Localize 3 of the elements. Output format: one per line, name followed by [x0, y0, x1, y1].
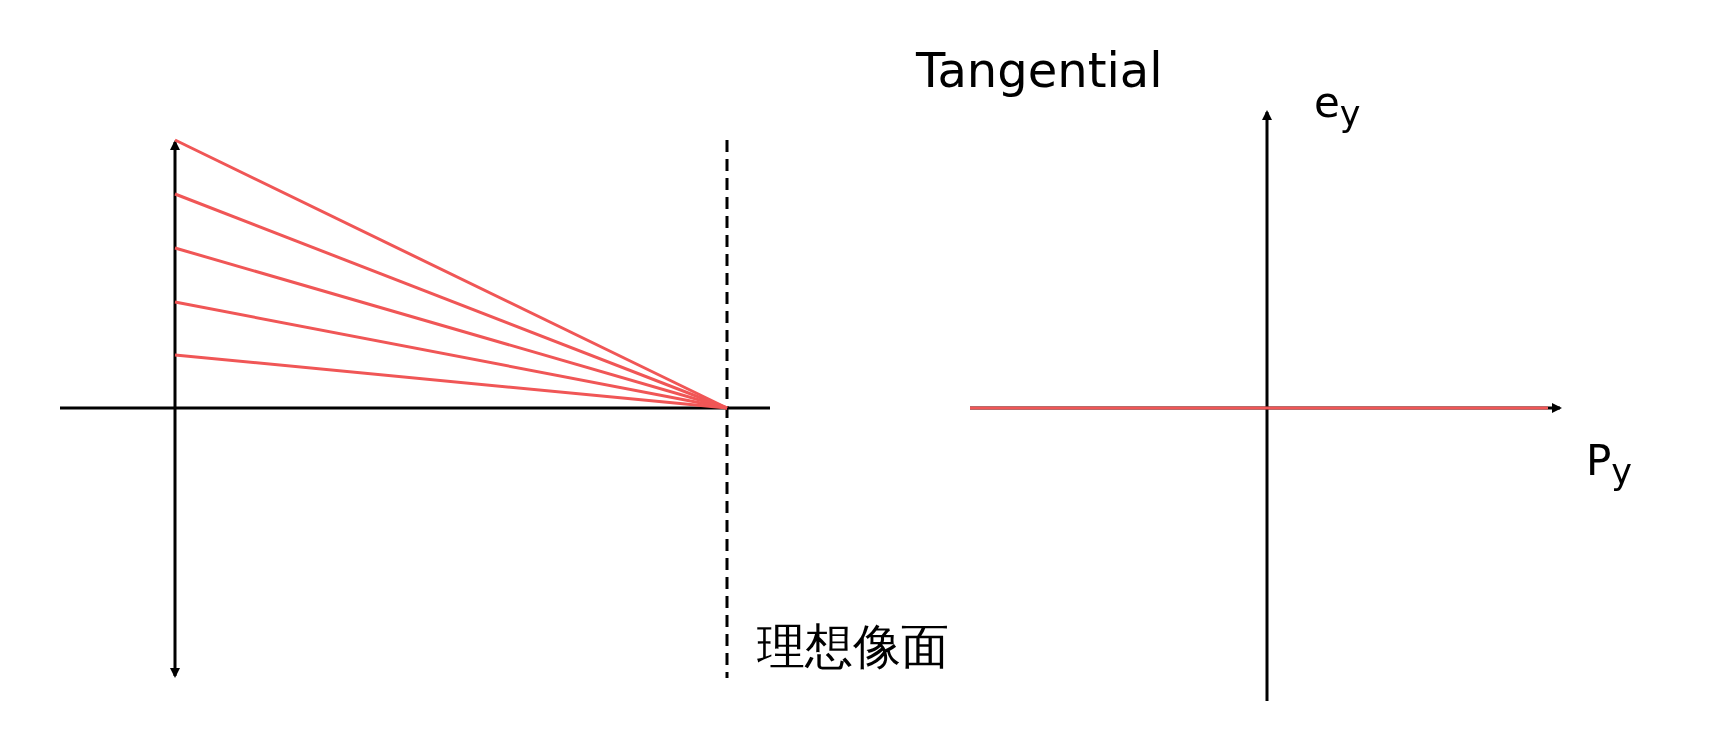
image-plane-label: 理想像面	[757, 622, 949, 670]
axis-label: e$_{y}$	[1314, 82, 1361, 133]
axis-label: P$_{y}$	[1586, 440, 1633, 491]
